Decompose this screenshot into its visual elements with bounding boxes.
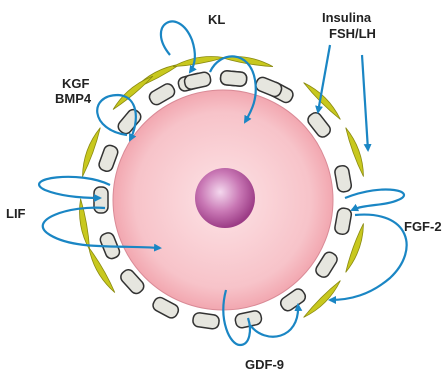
label-insulina: Insulina (322, 10, 372, 25)
granulosa-cell (254, 76, 283, 99)
granulosa-cell (334, 207, 352, 235)
granulosa-cell (334, 165, 352, 193)
theca-cell (221, 53, 273, 68)
fsh-lh-arrow (362, 55, 368, 150)
theca-cell (172, 53, 224, 68)
granulosa-cell (94, 187, 108, 213)
label-kgf: KGF (62, 76, 90, 91)
granulosa-cell (220, 70, 247, 86)
oocyte-nucleus (195, 168, 255, 228)
granulosa-cell (192, 312, 220, 329)
label-bmp4: BMP4 (55, 91, 92, 106)
label-fgf2: FGF-2 (404, 219, 442, 234)
granulosa-cell (183, 71, 211, 90)
label-gdf9: GDF-9 (245, 357, 284, 372)
theca-cell (76, 198, 91, 250)
theca-cell (110, 73, 154, 111)
label-kl: KL (208, 12, 225, 27)
granulosa-cell (97, 144, 119, 173)
theca-cell (78, 126, 101, 177)
label-fsh-lh: FSH/LH (329, 26, 376, 41)
fgf2-arrow-upper (345, 189, 404, 210)
label-lif: LIF (6, 206, 26, 221)
